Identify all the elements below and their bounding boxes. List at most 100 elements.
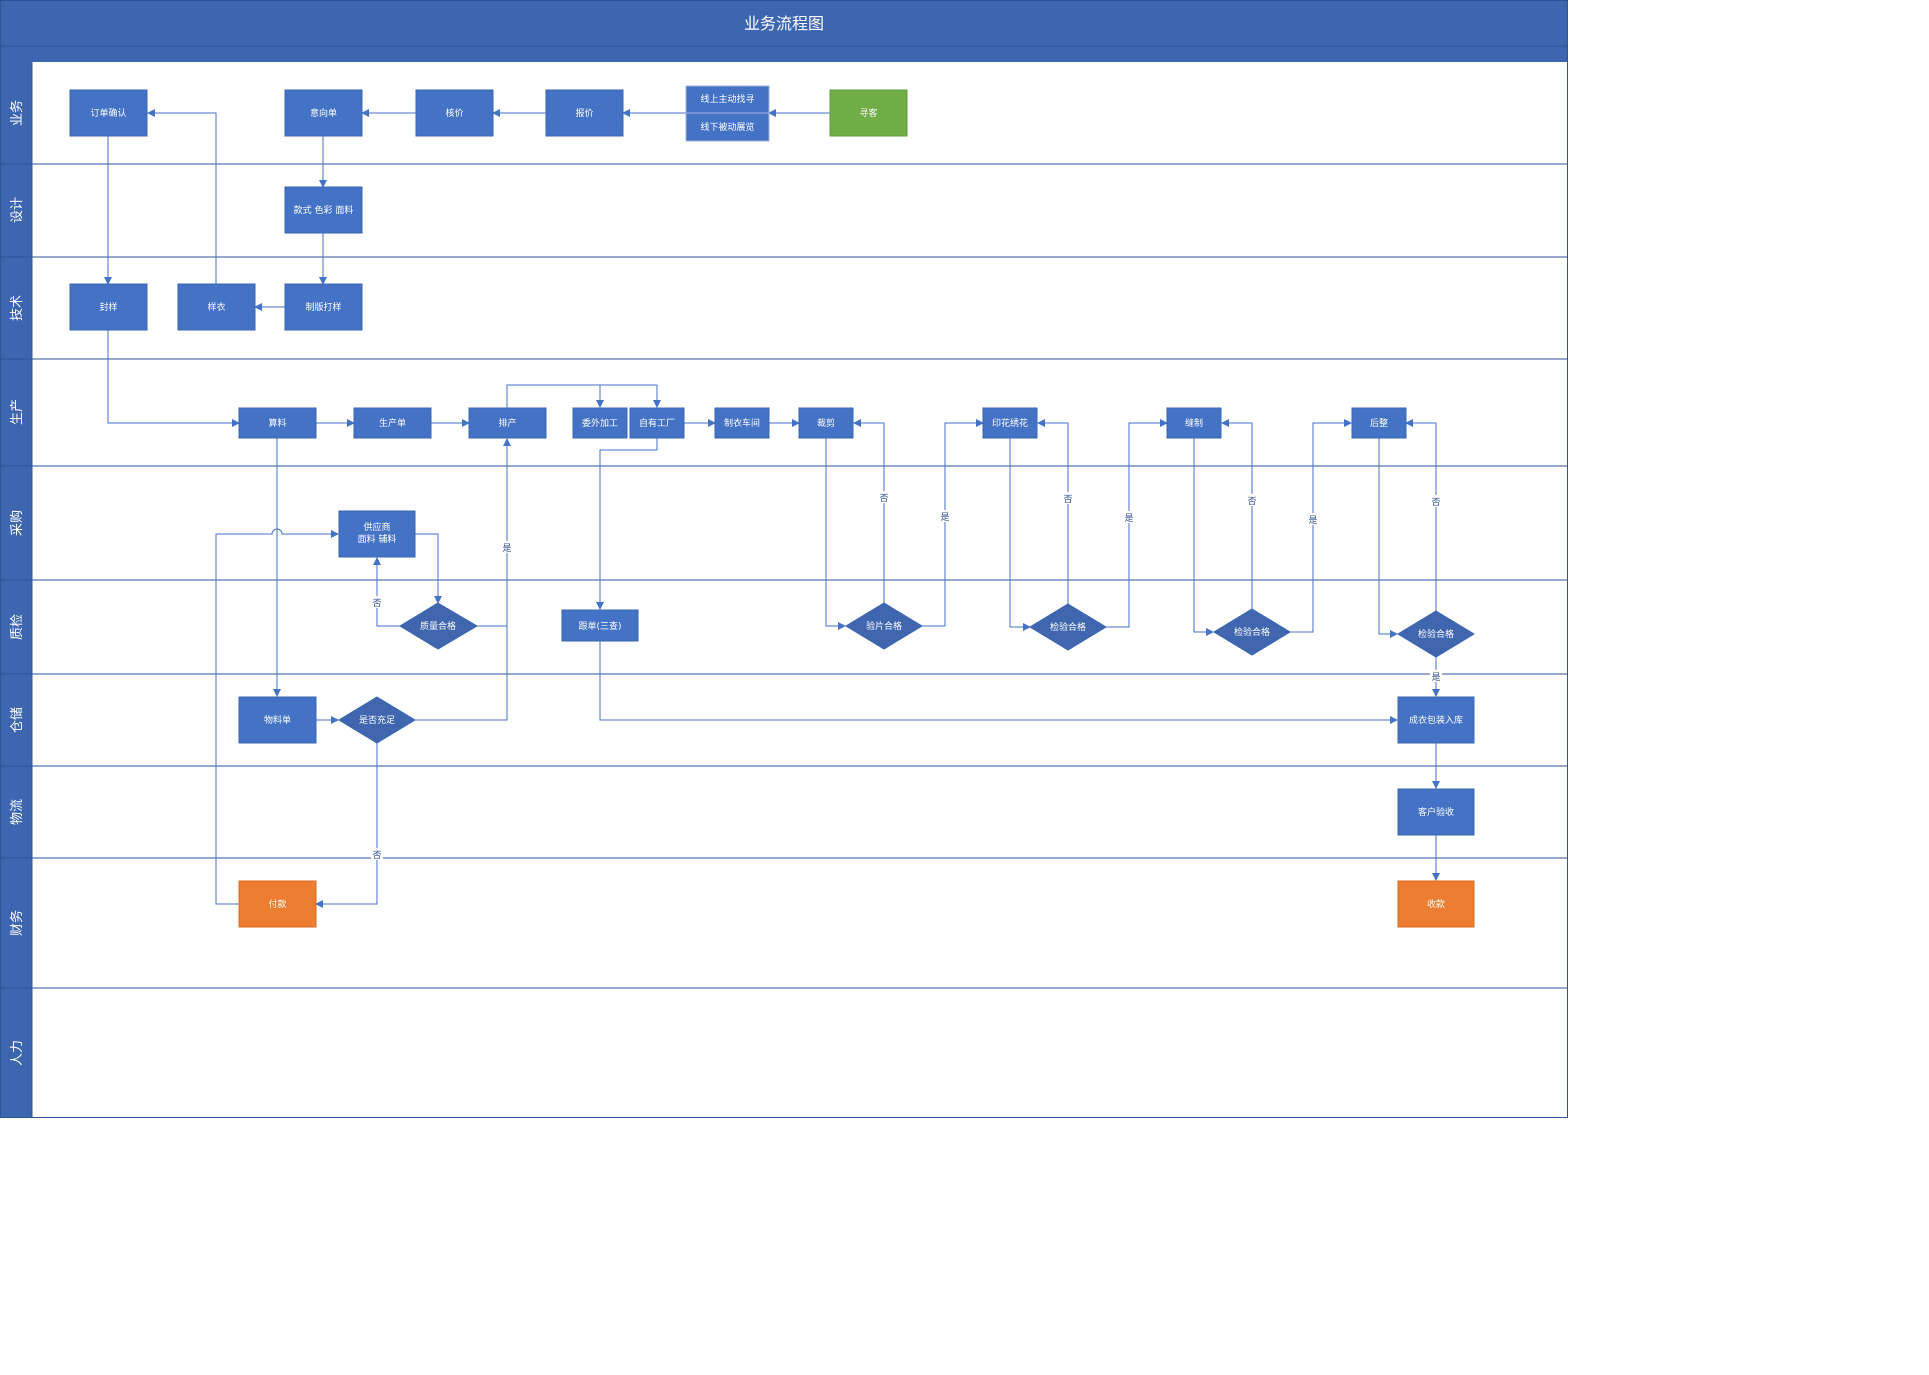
- node-weiwai-label: 委外加工: [582, 417, 618, 429]
- node-zhiyi-label: 制衣车间: [724, 417, 760, 429]
- edge-label-jianyan3-no: 否: [1431, 497, 1440, 508]
- node-gongying[interactable]: 供应商 面料 辅料: [338, 510, 416, 558]
- edge-yinhua-jianyan1: [1009, 438, 1031, 631]
- node-shengchandan-label: 生产单: [379, 417, 406, 429]
- edge-gongying-zhiliang: [415, 533, 442, 604]
- node-paichan[interactable]: 排产: [468, 407, 547, 439]
- lane-label-cangchu: 仓储: [10, 707, 25, 733]
- node-zhiban[interactable]: 制版打样: [284, 283, 363, 331]
- node-caijian[interactable]: 裁剪: [798, 407, 854, 439]
- node-shengchandan[interactable]: 生产单: [353, 407, 432, 439]
- edge-label-shifou-yes: 是: [502, 543, 511, 554]
- node-suanliao-label: 算料: [268, 417, 286, 429]
- node-xunke[interactable]: 寻客: [829, 89, 908, 137]
- node-yangyi-label: 样衣: [207, 301, 225, 313]
- node-fengyang[interactable]: 封样: [69, 283, 148, 331]
- node-zhiban-label: 制版打样: [305, 301, 341, 313]
- edge-fukuan-gongying: [215, 528, 339, 905]
- node-houzheng[interactable]: 后整: [1351, 407, 1407, 439]
- edge-paichan-split: [506, 384, 657, 408]
- node-shoukuan[interactable]: 收款: [1397, 880, 1475, 928]
- node-gendan-label: 跟单(三查): [578, 620, 621, 632]
- node-lead-source[interactable]: 线上主动找寻 线下被动展览: [685, 85, 770, 142]
- edge-label-jianyan2-no: 否: [1247, 496, 1256, 507]
- node-ziyou-label: 自有工厂: [639, 417, 675, 429]
- node-yangyi[interactable]: 样衣: [177, 283, 256, 331]
- edge-label-yanpian-no: 否: [879, 493, 888, 504]
- page-title: 业务流程图: [744, 14, 824, 33]
- edge-jianyan2-no: [1221, 419, 1253, 609]
- lane-label-jishu: 技术: [10, 295, 25, 321]
- node-kuanshi[interactable]: 款式 色彩 面料: [284, 186, 363, 234]
- node-yanpian-label: 验片合格: [866, 620, 902, 632]
- lane-label-renli: 人力: [10, 1040, 25, 1066]
- node-yinhua[interactable]: 印花绣花: [982, 407, 1038, 439]
- node-chengyi-label: 成衣包装入库: [1409, 714, 1463, 726]
- node-gendan[interactable]: 跟单(三查): [561, 609, 639, 642]
- edge-jianyan2-yes: [1290, 419, 1352, 633]
- node-yixiang[interactable]: 意向单: [284, 89, 363, 137]
- node-shifou[interactable]: 是否充足: [338, 696, 416, 744]
- node-dingdan-label: 订单确认: [90, 107, 126, 119]
- node-baojia[interactable]: 报价: [545, 89, 624, 137]
- edge-factory-gendan: [596, 438, 658, 610]
- node-jianyan1[interactable]: 检验合格: [1029, 603, 1107, 651]
- edge-label-zhiliang-no: 否: [372, 598, 381, 609]
- node-suanliao[interactable]: 算料: [238, 407, 317, 439]
- edge-shifou-no: [315, 743, 378, 908]
- edge-label-jianyan3-yes: 是: [1431, 672, 1440, 683]
- edge-label-yanpian-yes: 是: [940, 512, 949, 523]
- node-fukuan-label: 付款: [268, 898, 286, 910]
- node-zhiliang-label: 质量合格: [420, 620, 456, 632]
- node-kehu-label: 客户验收: [1418, 806, 1454, 818]
- lane-band: [0, 62, 32, 1118]
- lane-label-yewu: 业务: [9, 100, 25, 126]
- node-kuanshi-label: 款式 色彩 面料: [294, 204, 354, 216]
- node-zhiliang[interactable]: 质量合格: [399, 602, 478, 650]
- edge-gendan-chengyi: [599, 641, 1398, 724]
- edge-houzheng-jianyan3: [1378, 438, 1398, 638]
- node-chengyi[interactable]: 成衣包装入库: [1397, 696, 1475, 744]
- lane-separators: [0, 62, 1568, 1118]
- lane-label-zhijian: 质检: [10, 614, 25, 640]
- node-fengzhi-label: 缝制: [1185, 417, 1203, 429]
- node-jianyan2[interactable]: 检验合格: [1213, 608, 1291, 656]
- node-xianxia-label: 线下被动展览: [700, 121, 754, 133]
- edge-zhiliang-no: [373, 557, 400, 627]
- node-houzheng-label: 后整: [1370, 417, 1388, 429]
- edge-label-jianyan1-yes: 是: [1124, 513, 1133, 524]
- node-jianyan3[interactable]: 检验合格: [1397, 610, 1475, 658]
- edge-label-jianyan2-yes: 是: [1308, 515, 1317, 526]
- node-fengzhi[interactable]: 缝制: [1166, 407, 1222, 439]
- lane-label-caigou: 采购: [9, 510, 25, 536]
- edge-fengzhi-jianyan2: [1193, 438, 1214, 636]
- node-weiwai[interactable]: 委外加工: [572, 407, 628, 439]
- node-jianyan1-label: 检验合格: [1050, 621, 1086, 633]
- node-xunke-label: 寻客: [859, 107, 877, 119]
- node-fengyang-label: 封样: [99, 301, 117, 313]
- edge-labels: 否 是 否 是 否 是 否 是 否 是 否: [371, 491, 1442, 861]
- node-wuliaodan-label: 物料单: [264, 714, 291, 726]
- lane-label-shengchan: 生产: [10, 399, 25, 425]
- lane-label-wuliu: 物流: [10, 799, 25, 825]
- node-hejia[interactable]: 核价: [415, 89, 494, 137]
- edge-yanpian-no: [853, 419, 885, 603]
- node-zhiyi[interactable]: 制衣车间: [714, 407, 770, 439]
- edge-jianyan1-no: [1037, 419, 1069, 604]
- node-jianyan2-label: 检验合格: [1234, 626, 1270, 638]
- node-yanpian[interactable]: 验片合格: [845, 602, 923, 650]
- node-wuliaodan[interactable]: 物料单: [238, 696, 317, 744]
- node-fukuan[interactable]: 付款: [238, 880, 317, 928]
- edge-shifou-yes: [415, 438, 511, 721]
- node-dingdan[interactable]: 订单确认: [69, 89, 148, 137]
- node-ziyou[interactable]: 自有工厂: [629, 407, 685, 439]
- node-hejia-label: 核价: [445, 107, 463, 119]
- node-shoukuan-label: 收款: [1427, 898, 1445, 910]
- node-paichan-label: 排产: [498, 417, 516, 429]
- edge-yanpian-yes: [922, 419, 984, 627]
- node-kehu[interactable]: 客户验收: [1397, 788, 1475, 836]
- edge-jianyan3-no: [1405, 419, 1437, 611]
- node-xianshang-label: 线上主动找寻: [700, 93, 754, 105]
- edge-label-shifou-no: 否: [372, 850, 381, 861]
- node-caijian-label: 裁剪: [817, 417, 835, 429]
